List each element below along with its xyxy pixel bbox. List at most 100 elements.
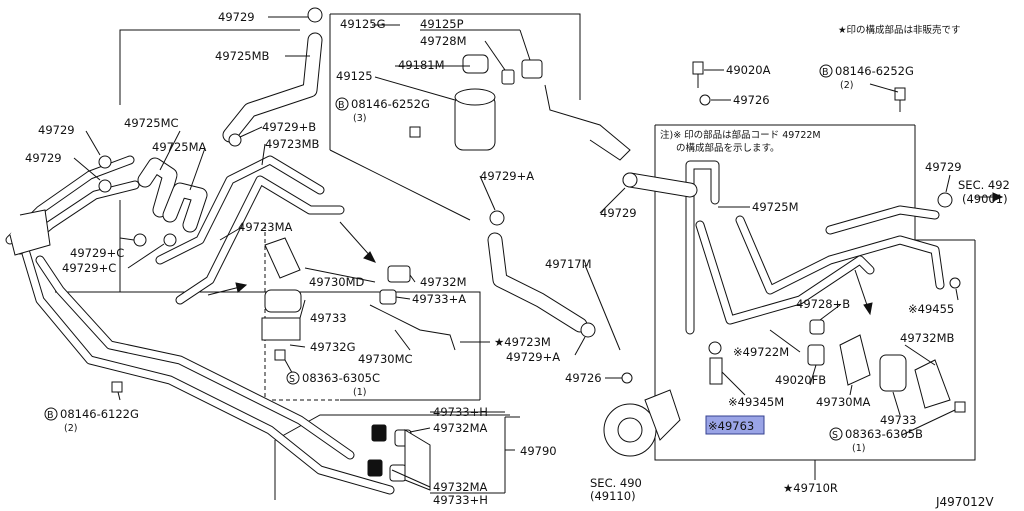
fitting-49728B: [809, 319, 825, 335]
bracket-49730MC: [369, 304, 456, 351]
label-sec490-sub: (49110): [590, 489, 636, 503]
note-line2: の構成部品を示します。: [676, 142, 780, 154]
pipe-lines: [5, 155, 945, 495]
label-49732MA-1[interactable]: 49732MA: [433, 421, 488, 435]
label-49717M[interactable]: 49717M: [545, 257, 592, 271]
reservoir-cap: [462, 54, 489, 74]
label-49732MA-2[interactable]: 49732MA: [433, 480, 488, 494]
label-49729-top[interactable]: 49729: [218, 10, 255, 24]
label-49790[interactable]: 49790: [520, 444, 557, 458]
label-49729C-1[interactable]: 49729+C: [70, 246, 124, 260]
label-49730MA[interactable]: 49730MA: [816, 395, 871, 409]
labels: 49729 49725MB 49125G 49125P 49728M 49125…: [25, 10, 1010, 509]
label-49729C-2[interactable]: 49729+C: [62, 261, 116, 275]
clamp-49729A-low: [580, 322, 596, 338]
bolt-circle-B-3-letter: B: [822, 67, 829, 78]
label-49723MA[interactable]: 49723MA: [238, 220, 293, 234]
label-49733H-1[interactable]: 49733+H: [433, 405, 488, 419]
label-49020FB[interactable]: 49020FB: [775, 373, 826, 387]
screw-circle-S-2: [829, 427, 843, 441]
not-sold-note: ★印の構成部品は非販売です: [838, 24, 961, 36]
label-49181M[interactable]: 49181M: [398, 58, 445, 72]
bracket-left: [9, 209, 51, 256]
label-screw2-qty: (1): [852, 443, 865, 454]
label-49725MC[interactable]: 49725MC: [124, 116, 179, 130]
clamp-49729A-mid: [489, 210, 505, 226]
label-49125[interactable]: 49125: [336, 69, 373, 83]
screw-circle-S-1-letter: S: [289, 374, 295, 385]
label-49125P[interactable]: 49125P: [420, 17, 464, 31]
label-bolt3-code[interactable]: 08146-6252G: [835, 64, 914, 78]
label-49733H-2[interactable]: 49733+H: [433, 493, 488, 507]
label-49726-top[interactable]: 49726: [733, 93, 770, 107]
hose-lines: [137, 32, 698, 333]
oring-49345M: [708, 341, 722, 355]
oring-49455: [949, 277, 961, 289]
label-49020A[interactable]: 49020A: [726, 63, 771, 77]
label-bolt2-qty: (2): [64, 423, 77, 434]
label-sec490[interactable]: SEC. 490: [590, 476, 642, 490]
clamp-49729C-2: [163, 233, 177, 247]
label-49732M[interactable]: 49732M: [420, 275, 467, 289]
clamp-49729-mid: [622, 172, 638, 188]
label-49730MC[interactable]: 49730MC: [358, 352, 413, 366]
bolt-circle-B-1: [335, 97, 349, 111]
leader-lines: [73, 16, 959, 494]
label-49733-right[interactable]: 49733: [880, 413, 917, 427]
label-49733[interactable]: 49733: [310, 311, 347, 325]
screw-circle-S-1: [286, 371, 300, 385]
label-49710R[interactable]: ★49710R: [783, 481, 838, 495]
label-49345M[interactable]: ※49345M: [728, 395, 784, 409]
seal-49728M: [501, 69, 515, 85]
bolt-reservoir: [409, 126, 421, 138]
label-49729-left2[interactable]: 49729: [25, 151, 62, 165]
label-49455[interactable]: ※49455: [908, 302, 954, 316]
label-sec492[interactable]: SEC. 492: [958, 178, 1010, 192]
label-49725MB[interactable]: 49725MB: [215, 49, 270, 63]
label-49725M[interactable]: 49725M: [752, 200, 799, 214]
bolt-right-top: [894, 87, 906, 101]
label-49729A-mid[interactable]: 49729+A: [480, 169, 534, 183]
label-49729-right[interactable]: 49729: [925, 160, 962, 174]
label-49729-mid[interactable]: 49729: [600, 206, 637, 220]
bolt-left-low: [111, 381, 123, 393]
clamp-49733-right: [879, 354, 907, 392]
clamp-49729-left1: [98, 155, 112, 169]
label-49722M[interactable]: ※49722M: [733, 345, 789, 359]
label-49125G[interactable]: 49125G: [340, 17, 386, 31]
bolt-circle-B-2-letter: B: [47, 410, 54, 421]
label-49723MB[interactable]: 49723MB: [265, 137, 320, 151]
fitting-49020FB: [807, 344, 825, 366]
label-49729B[interactable]: 49729+B: [262, 120, 316, 134]
label-49726-low[interactable]: 49726: [565, 371, 602, 385]
bracket-49732G: [261, 317, 301, 341]
screw-right: [954, 401, 966, 413]
label-bolt1-code[interactable]: 08146-6252G: [351, 97, 430, 111]
label-49723M-star[interactable]: ★49723M: [494, 335, 551, 349]
clamp-49729C-1: [133, 233, 147, 247]
clamp-49732MA-1: [371, 424, 387, 442]
label-bolt2-code[interactable]: 08146-6122G: [60, 407, 139, 421]
label-49725MA[interactable]: 49725MA: [152, 140, 207, 154]
label-49728B[interactable]: 49728+B: [796, 297, 850, 311]
label-49729-left1[interactable]: 49729: [38, 123, 75, 137]
bracket-49730MA: [839, 334, 871, 386]
label-49732G[interactable]: 49732G: [310, 340, 356, 354]
clamp-49729-top: [307, 7, 323, 23]
label-bolt1-qty: (3): [353, 113, 366, 124]
reservoir-top: [454, 88, 496, 106]
clamp-49733: [264, 289, 302, 313]
clamp-49729B: [228, 133, 242, 147]
label-49729A-low[interactable]: 49729+A: [506, 350, 560, 364]
cap-49125P: [521, 59, 543, 79]
label-49730MD[interactable]: 49730MD: [309, 275, 365, 289]
label-49732MB[interactable]: 49732MB: [900, 331, 955, 345]
label-49763[interactable]: ※49763: [708, 419, 754, 433]
label-screw2-code[interactable]: 08363-6305B: [845, 427, 923, 441]
label-49728M[interactable]: 49728M: [420, 34, 467, 48]
label-screw1-code[interactable]: 08363-6305C: [302, 371, 380, 385]
bolt-49020A: [692, 61, 704, 75]
highlight-49763: [705, 415, 765, 435]
clamp-49729-right: [937, 192, 953, 208]
label-49733A[interactable]: 49733+A: [412, 292, 466, 306]
